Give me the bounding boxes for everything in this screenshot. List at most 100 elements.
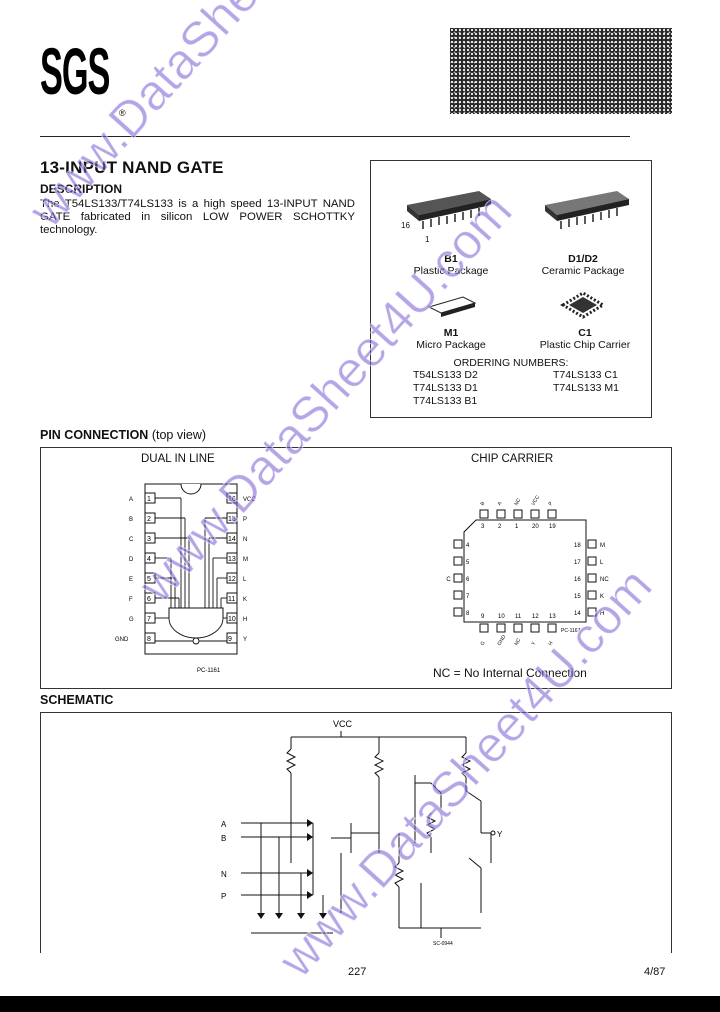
dil-pin-label: Y	[243, 637, 247, 643]
package-name: Ceramic Package	[541, 265, 625, 277]
dil-pin-number: 10	[228, 616, 236, 623]
cc-pin-number: 10	[498, 614, 505, 620]
cc-pin-label: L	[600, 560, 604, 566]
cc-pad	[547, 623, 557, 633]
dil-pin-number: 11	[228, 596, 235, 603]
cc-pin-label: P	[548, 500, 555, 506]
dil-pin-number: 4	[147, 556, 151, 563]
cc-pad	[453, 573, 463, 583]
bottom-bar	[0, 996, 720, 1012]
cc-pin-number: 15	[574, 594, 581, 600]
cc-pin-label: K	[600, 594, 604, 600]
cc-pin-number: 7	[466, 594, 470, 600]
package-code: B1	[444, 253, 458, 265]
cc-pad	[513, 623, 523, 633]
cc-pad	[547, 509, 557, 519]
dual-in-line-label: DUAL IN LINE	[141, 453, 215, 465]
dil-pin-number: 2	[147, 516, 151, 523]
cc-pin-number: 17	[574, 560, 581, 566]
cc-pin-number: 20	[532, 524, 539, 530]
page-number: 227	[348, 966, 367, 978]
vcc-label: VCC	[333, 719, 353, 729]
cc-pad	[587, 539, 597, 549]
cc-pin-number: 11	[515, 614, 522, 620]
cc-pin-number: 5	[466, 560, 470, 566]
package-d1d2: D1/D2 Ceramic Package	[523, 253, 643, 277]
cc-pad	[453, 590, 463, 600]
dil-code: PC-1161	[197, 668, 221, 674]
dil-pin-number: 8	[147, 636, 151, 643]
cc-pad	[453, 539, 463, 549]
ordering-heading: ORDERING NUMBERS:	[453, 357, 569, 369]
dil-pin-label: H	[243, 617, 247, 623]
cc-pad	[530, 509, 540, 519]
cc-pin-number: 1	[515, 524, 519, 530]
dil-pin-number: 12	[228, 576, 236, 583]
micro-package-icon	[427, 296, 477, 317]
dip-ceramic-icon	[545, 191, 629, 229]
chip-carrier-diagram: 3B9G4C18M2A10GND5D17L1NC11NC6NC16NC20VCC…	[446, 494, 609, 646]
dil-pin-number: 3	[147, 536, 151, 543]
nc-note: NC = No Internal Connection	[433, 666, 587, 680]
dil-pin	[226, 632, 238, 644]
ordering-number: T74LS133 C1	[553, 369, 618, 381]
package-b1: B1 Plastic Package	[391, 253, 511, 277]
dil-pin-label: K	[243, 597, 247, 603]
package-box: 16 1 B1 Plastic Package D1/D2 Ceramic Pa…	[370, 160, 652, 418]
dip-plastic-icon	[407, 191, 491, 229]
cc-code: PC-1167	[561, 628, 581, 634]
schematic-heading: SCHEMATIC	[40, 693, 114, 707]
cc-pad	[587, 556, 597, 566]
cc-pin-number: 16	[574, 577, 581, 583]
package-code: C1	[578, 327, 592, 339]
cc-pin-label: D	[446, 560, 447, 566]
cc-pin-number: 4	[466, 543, 470, 549]
dil-pin-label: F	[129, 597, 133, 603]
cc-pin-number: 3	[481, 524, 485, 530]
cc-pin-label: NC	[600, 577, 609, 583]
cc-pad	[587, 607, 597, 617]
cc-pin-number: 9	[481, 614, 485, 620]
dil-pin-number: 16	[228, 496, 236, 503]
package-name: Plastic Package	[413, 265, 489, 277]
dil-pin-number: 7	[147, 616, 151, 623]
cc-pin-label: A	[497, 500, 504, 506]
input-a-label: A	[221, 820, 227, 829]
cc-pin-number: 13	[549, 614, 556, 620]
dil-pin-label: P	[243, 517, 247, 523]
halftone-header-block	[450, 28, 672, 114]
registered-mark: ®	[119, 108, 126, 118]
cc-pad	[479, 623, 489, 633]
pin16-label: 16	[401, 221, 410, 230]
sgs-logo: SGS	[40, 35, 120, 109]
dil-pin-number: 6	[147, 596, 151, 603]
dil-pin-label: C	[129, 537, 134, 543]
package-c1: C1 Plastic Chip Carrier	[523, 327, 647, 351]
cc-pad	[587, 590, 597, 600]
dil-pin-label: GND	[115, 637, 129, 643]
dil-pin-number: 13	[228, 556, 236, 563]
description-body: The T54LS133/T74LS133 is a high speed 13…	[40, 198, 355, 236]
description-heading: DESCRIPTION	[40, 182, 123, 196]
input-n-label: N	[221, 870, 227, 879]
dil-pin	[144, 632, 156, 644]
footer-date: 4/87	[644, 966, 666, 978]
cc-pin-number: 18	[574, 543, 581, 549]
package-code: M1	[443, 327, 459, 339]
pin-connection-heading: PIN CONNECTION (top view)	[40, 428, 206, 442]
cc-pad	[496, 623, 506, 633]
cc-pin-number: 6	[466, 577, 470, 583]
cc-pin-number: 19	[549, 524, 556, 530]
package-code: D1/D2	[568, 253, 598, 265]
cc-pin-label: M	[600, 543, 605, 549]
cc-pin-label: NC	[446, 577, 451, 583]
dil-pin-label: A	[129, 497, 133, 503]
cc-pin-number: 8	[466, 611, 470, 617]
cc-pad	[496, 509, 506, 519]
package-m1: M1 Micro Package	[391, 327, 511, 351]
schematic-code: SC-0944	[433, 941, 453, 947]
cc-pin-label: NC	[514, 497, 523, 507]
ordering-number: T74LS133 M1	[553, 382, 619, 394]
cc-pad	[513, 509, 523, 519]
